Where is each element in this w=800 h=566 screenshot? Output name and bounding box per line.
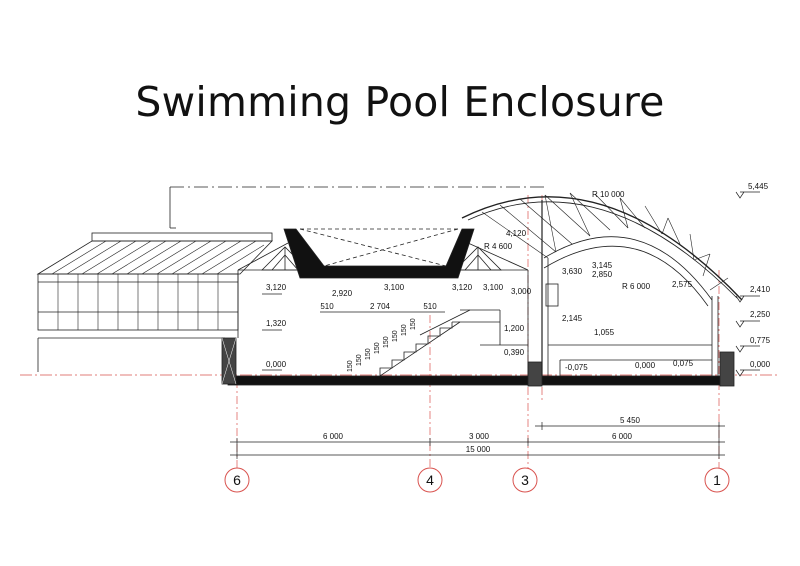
dim-inner-span: 5 450 xyxy=(620,416,641,425)
stair-step-label: 150 xyxy=(365,348,372,360)
radius-small: R 4 600 xyxy=(484,242,513,251)
radius-outer: R 10 000 xyxy=(592,190,625,199)
level-3120-left: 3,120 xyxy=(266,283,287,292)
stair-step-label: 150 xyxy=(347,360,354,372)
dim-4-3: 3 000 xyxy=(469,432,490,441)
level-0390: 0,390 xyxy=(504,348,525,357)
level-2850: 2,850 xyxy=(592,270,613,279)
dim-510-left: 510 xyxy=(320,302,334,311)
page-title: Swimming Pool Enclosure xyxy=(135,78,665,126)
level-3120-mid: 3,120 xyxy=(452,283,473,292)
pool-hall-roof xyxy=(461,192,743,376)
staircase xyxy=(379,309,528,377)
main-hall xyxy=(237,242,529,376)
axis-label-4: 4 xyxy=(426,472,434,488)
level-markers xyxy=(262,191,760,377)
dimension-lines xyxy=(230,311,725,459)
stair-step-label: 150 xyxy=(401,324,408,336)
axis-label-6: 6 xyxy=(233,472,241,488)
axis-lines xyxy=(236,195,720,468)
level-2920: 2,920 xyxy=(332,289,353,298)
level-3145: 3,145 xyxy=(592,261,613,270)
dim-total: 15 000 xyxy=(466,445,491,454)
stair-step-label: 150 xyxy=(410,318,417,330)
level-3100-a: 3,100 xyxy=(384,283,405,292)
conservatory xyxy=(36,232,273,372)
axis-label-1: 1 xyxy=(713,472,721,488)
level-2250: 2,250 xyxy=(750,310,771,319)
level-3630: 3,630 xyxy=(562,267,583,276)
level-0000-pool: 0,000 xyxy=(635,361,656,370)
level-0000-left: 0,000 xyxy=(266,360,287,369)
stair-step-label: 150 xyxy=(392,330,399,342)
radius-inner: R 6 000 xyxy=(622,282,651,291)
pool-basin xyxy=(559,359,712,376)
level-0000-right: 0,000 xyxy=(750,360,771,369)
stair-step-label: 150 xyxy=(383,336,390,348)
level-5445: 5,445 xyxy=(748,182,769,191)
foundation xyxy=(221,337,735,387)
stair-step-label: 150 xyxy=(356,354,363,366)
axis-label-3: 3 xyxy=(521,472,529,488)
dim-510-right: 510 xyxy=(423,302,437,311)
roof-lantern xyxy=(283,228,475,279)
level-2145: 2,145 xyxy=(562,314,583,323)
level-1320: 1,320 xyxy=(266,319,287,328)
level-1200: 1,200 xyxy=(504,324,525,333)
level-2575: 2,575 xyxy=(672,280,693,289)
level-2410: 2,410 xyxy=(750,285,771,294)
level-3000: 3,000 xyxy=(511,287,532,296)
level-4120: 4,120 xyxy=(506,229,527,238)
dim-3-1: 6 000 xyxy=(612,432,633,441)
dim-6-4: 6 000 xyxy=(323,432,344,441)
roof-datum-line xyxy=(169,186,545,229)
dim-2704: 2 704 xyxy=(370,302,391,311)
level-1055: 1,055 xyxy=(594,328,615,337)
stair-step-label: 150 xyxy=(374,342,381,354)
level-3100-b: 3,100 xyxy=(483,283,504,292)
axis-bubbles xyxy=(224,467,730,493)
level-m0075: -0,075 xyxy=(565,363,588,372)
level-0775: 0,775 xyxy=(750,336,771,345)
level-0075: 0,075 xyxy=(673,359,694,368)
